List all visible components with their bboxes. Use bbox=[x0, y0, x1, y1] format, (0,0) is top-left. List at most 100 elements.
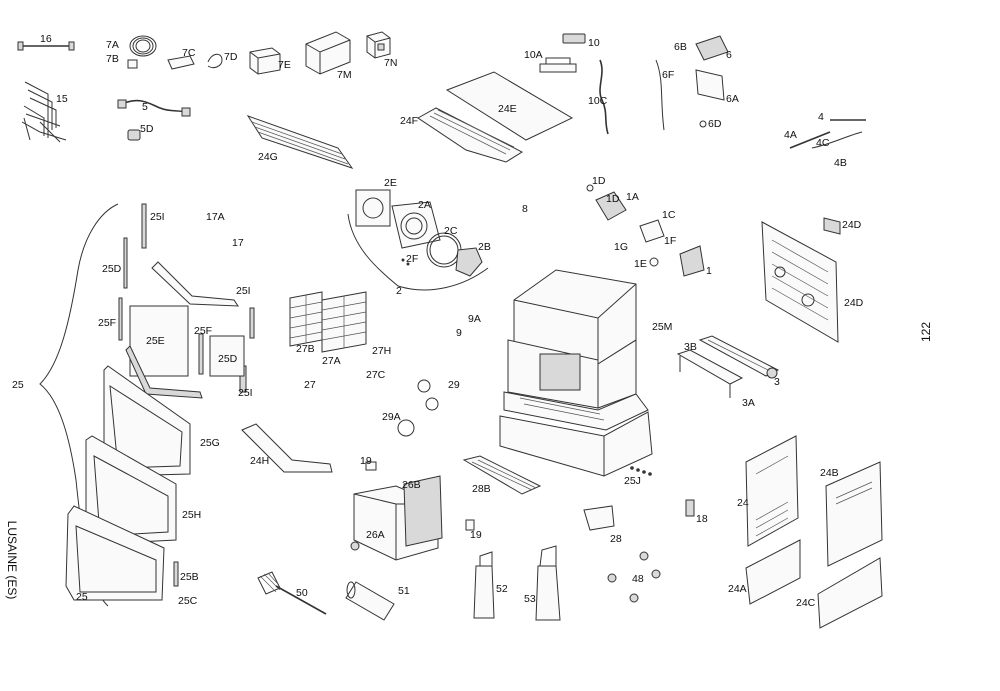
part-24E-top-plate bbox=[445, 71, 574, 141]
part-label: 48 bbox=[632, 573, 644, 585]
part-48-feet bbox=[607, 551, 661, 603]
part-25-top-rail bbox=[151, 261, 239, 307]
part-label: 27C bbox=[366, 369, 386, 381]
stove-body bbox=[499, 269, 653, 477]
part-label: 25B bbox=[180, 571, 199, 583]
part-25D-strips bbox=[123, 237, 245, 377]
part-label: 28B bbox=[472, 483, 491, 495]
part-label: 6B bbox=[674, 41, 687, 53]
part-label: 24F bbox=[400, 115, 418, 127]
part-label: 25D bbox=[102, 263, 122, 275]
part-label: 52 bbox=[496, 583, 508, 595]
part-28-ashtray bbox=[583, 505, 615, 531]
part-1C-plate bbox=[639, 219, 665, 243]
part-25F-strips bbox=[118, 297, 204, 375]
part-label: 25F bbox=[98, 317, 116, 329]
part-label: 24B bbox=[820, 467, 839, 479]
part-label: 24A bbox=[728, 583, 747, 595]
part-label: 5 bbox=[142, 101, 148, 113]
part-label: 25C bbox=[178, 595, 198, 607]
part-label: 27A bbox=[322, 355, 341, 367]
part-10C-cord bbox=[599, 59, 609, 135]
part-label: 8 bbox=[522, 203, 528, 215]
part-7C-remote bbox=[167, 55, 195, 70]
part-label: 28 bbox=[610, 533, 622, 545]
part-7E-control-unit bbox=[249, 47, 281, 75]
part-24G-grid bbox=[246, 115, 354, 169]
part-label: 24D bbox=[842, 219, 862, 231]
part-25E-glass bbox=[129, 305, 189, 377]
part-label: 1F bbox=[664, 235, 676, 247]
part-label: 26B bbox=[402, 479, 421, 491]
part-label: 10A bbox=[524, 49, 543, 61]
part-7A-cable-coil bbox=[127, 35, 157, 69]
part-label: 51 bbox=[398, 585, 410, 597]
part-label: 25J bbox=[624, 475, 641, 487]
part-label: 27H bbox=[372, 345, 391, 357]
part-6F-wire bbox=[655, 59, 665, 131]
part-label: 29A bbox=[382, 411, 401, 423]
part-6D-screw bbox=[699, 120, 707, 128]
part-24-side-panel bbox=[745, 435, 799, 547]
part-label: 6A bbox=[726, 93, 739, 105]
part-label: 25 bbox=[76, 591, 88, 603]
part-10A-handle bbox=[539, 57, 577, 73]
part-label: 9A bbox=[468, 313, 481, 325]
part-label: 25H bbox=[182, 509, 201, 521]
part-label: 53 bbox=[524, 593, 536, 605]
part-label: 4 bbox=[818, 111, 824, 123]
part-1-bracket bbox=[679, 245, 705, 277]
part-label: 3A bbox=[742, 397, 755, 409]
part-label: 7A bbox=[106, 39, 119, 51]
part-label: 25I bbox=[236, 285, 251, 297]
part-27A-brick-panel bbox=[321, 291, 367, 353]
part-label: 17 bbox=[232, 237, 244, 249]
part-label: 19 bbox=[360, 455, 372, 467]
part-label: 25I bbox=[150, 211, 165, 223]
part-label: 15 bbox=[56, 93, 68, 105]
part-label: 18 bbox=[696, 513, 708, 525]
part-26B-plate bbox=[403, 475, 443, 547]
part-label: 7C bbox=[182, 47, 196, 59]
part-label: 26A bbox=[366, 529, 385, 541]
part-24F-top-grille bbox=[417, 107, 524, 163]
part-27B-brick-panel bbox=[289, 291, 323, 347]
part-label: 25M bbox=[652, 321, 672, 333]
part-label: 25E bbox=[146, 335, 165, 347]
part-label: 25F bbox=[194, 325, 212, 337]
part-24C-base-rail bbox=[817, 557, 883, 629]
part-label: 9 bbox=[456, 327, 462, 339]
part-label: 25I bbox=[238, 387, 253, 399]
part-label: 29 bbox=[448, 379, 460, 391]
part-label: 1D bbox=[592, 175, 606, 187]
part-24D-back-panel bbox=[761, 217, 841, 343]
part-7M-box bbox=[305, 31, 351, 75]
part-24B-side-panel bbox=[825, 461, 883, 567]
part-label: 5D bbox=[140, 123, 154, 135]
part-2-fan-assembly bbox=[347, 189, 489, 291]
part-label: 4C bbox=[816, 137, 830, 149]
part-7D-sensor-cable bbox=[207, 53, 223, 69]
part-label: 7M bbox=[337, 69, 352, 81]
part-label: 4B bbox=[834, 157, 847, 169]
part-label: 3B bbox=[684, 341, 697, 353]
part-28B-grate bbox=[462, 455, 542, 495]
part-label: 2E bbox=[384, 177, 397, 189]
part-label: 10 bbox=[588, 37, 600, 49]
part-label: 2B bbox=[478, 241, 491, 253]
part-label: 27B bbox=[296, 343, 315, 355]
part-label: 25 bbox=[12, 379, 24, 391]
part-1A-motor bbox=[586, 184, 627, 221]
part-53-spray-bottle bbox=[535, 545, 561, 621]
part-label: 24G bbox=[258, 151, 278, 163]
part-label: 25D bbox=[218, 353, 238, 365]
part-25I-strips bbox=[141, 203, 255, 393]
part-18-latch bbox=[685, 499, 695, 517]
part-label: 1E bbox=[634, 258, 647, 270]
part-label: 24D bbox=[844, 297, 864, 309]
part-label: 1A bbox=[626, 191, 639, 203]
part-label: 3 bbox=[774, 376, 780, 388]
part-10-clip bbox=[562, 33, 586, 44]
